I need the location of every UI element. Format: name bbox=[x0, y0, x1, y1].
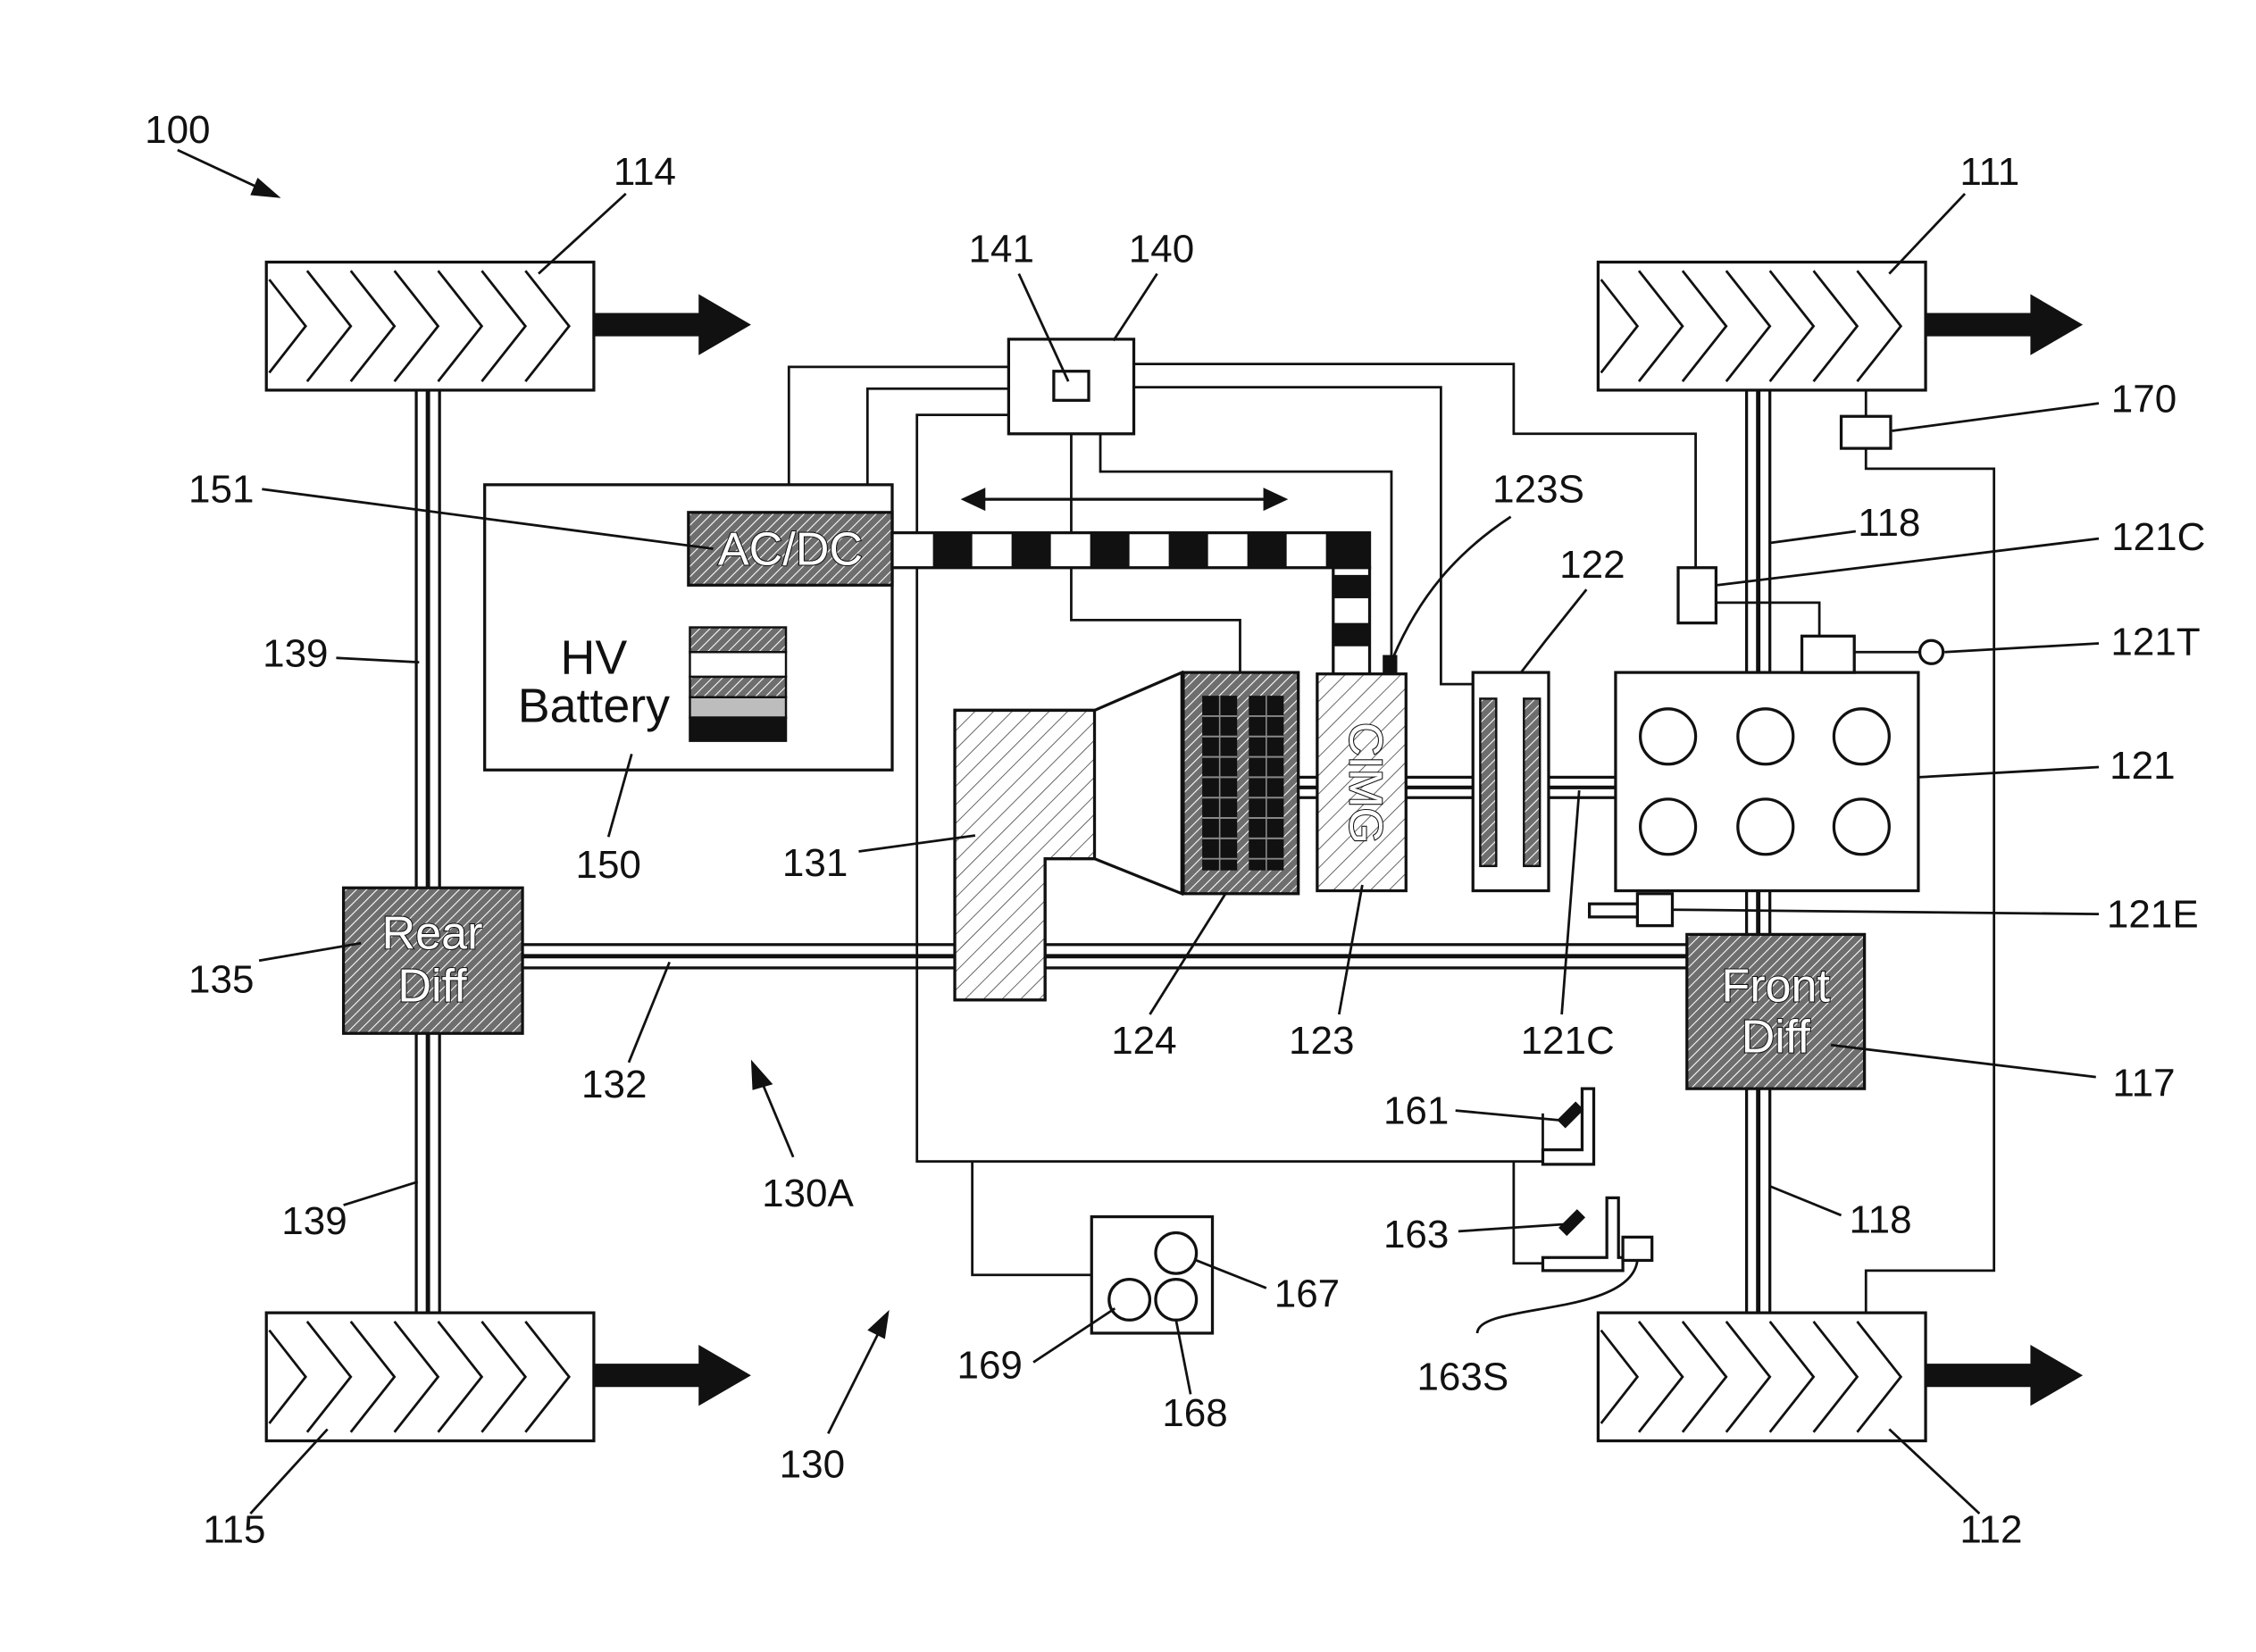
hv-cable bbox=[892, 533, 1370, 674]
switch-panel bbox=[1091, 1217, 1212, 1333]
ref-label-140: 140 bbox=[1129, 228, 1194, 271]
ref-label-139-bottom: 139 bbox=[281, 1199, 347, 1243]
cylinder bbox=[1641, 799, 1696, 855]
cimg-123: CIMG bbox=[1317, 655, 1406, 891]
ref-label-132: 132 bbox=[581, 1063, 647, 1106]
controller-141 bbox=[1054, 371, 1089, 401]
ref-label-151: 151 bbox=[188, 467, 254, 511]
rear-axle bbox=[416, 386, 439, 1317]
wheel-rear-left bbox=[266, 263, 751, 390]
engine-121 bbox=[1616, 672, 1918, 890]
ref-label-118-bottom: 118 bbox=[1849, 1197, 1911, 1241]
ref-label-117: 117 bbox=[2112, 1061, 2175, 1105]
front-diff-label-1: Front bbox=[1721, 960, 1830, 1012]
wheel-rear-right bbox=[266, 1313, 751, 1440]
ref-label-121C-bottom: 121C bbox=[1521, 1019, 1615, 1063]
switch-169 bbox=[1109, 1280, 1150, 1321]
ref-label-139-top: 139 bbox=[263, 632, 328, 676]
ref-label-130: 130 bbox=[780, 1442, 845, 1486]
controller-140 bbox=[1008, 339, 1133, 434]
travel-arrow-icon bbox=[1926, 294, 2083, 355]
ref-label-167: 167 bbox=[1274, 1272, 1340, 1316]
pedal-163 bbox=[1542, 1197, 1651, 1270]
ref-label-170: 170 bbox=[2111, 377, 2177, 421]
ref-label-121E: 121E bbox=[2107, 892, 2199, 936]
engine-controller-121c bbox=[1678, 568, 1716, 623]
ref-label-135: 135 bbox=[188, 958, 254, 1002]
battery-cells-icon bbox=[689, 628, 786, 741]
ref-label-112: 112 bbox=[1959, 1508, 2022, 1552]
travel-arrow-icon bbox=[594, 1345, 751, 1406]
ref-label-141: 141 bbox=[969, 228, 1034, 271]
rear-differential-135: Rear Diff bbox=[344, 888, 522, 1033]
ref-label-163: 163 bbox=[1383, 1213, 1449, 1256]
travel-arrow-icon bbox=[1926, 1345, 2083, 1406]
acdc-label: AC/DC bbox=[718, 523, 863, 575]
ref-label-122: 122 bbox=[1559, 543, 1625, 587]
ref-label-111: 111 bbox=[1959, 150, 2019, 194]
ref-label-115: 115 bbox=[203, 1508, 265, 1552]
ref-label-100: 100 bbox=[145, 108, 210, 152]
throttle-121t bbox=[1802, 636, 1943, 672]
front-differential-117: Front Diff bbox=[1687, 934, 1865, 1089]
ref-label-169: 169 bbox=[957, 1343, 1022, 1387]
rear-diff-label-1: Rear bbox=[382, 908, 483, 960]
cylinder bbox=[1834, 709, 1889, 764]
ref-label-123: 123 bbox=[1289, 1019, 1354, 1063]
propeller-shaft bbox=[517, 945, 1696, 968]
cylinder bbox=[1834, 799, 1889, 855]
ref-label-161: 161 bbox=[1383, 1089, 1449, 1132]
clutch-pack-124 bbox=[1183, 672, 1299, 894]
wheel-front-left bbox=[1598, 263, 2083, 390]
ref-label-121: 121 bbox=[2110, 744, 2175, 788]
ref-label-150: 150 bbox=[575, 843, 640, 887]
wheel-front-right bbox=[1598, 1313, 2083, 1440]
damper-122 bbox=[1473, 672, 1549, 890]
cylinder bbox=[1738, 799, 1793, 855]
sensor-123s bbox=[1383, 655, 1397, 674]
acdc-converter: AC/DC bbox=[689, 513, 892, 585]
ref-label-168: 168 bbox=[1162, 1391, 1227, 1435]
battery-label-battery: Battery bbox=[518, 679, 670, 732]
ref-label-123S: 123S bbox=[1492, 467, 1584, 511]
cylinder bbox=[1641, 709, 1696, 764]
double-arrow-icon bbox=[961, 488, 1289, 511]
switch-167 bbox=[1156, 1232, 1197, 1273]
cimg-label: CIMG bbox=[1340, 722, 1391, 844]
exhaust-sensor-121e bbox=[1590, 894, 1673, 926]
ref-label-124: 124 bbox=[1111, 1019, 1176, 1063]
rear-diff-label-2: Diff bbox=[397, 960, 467, 1012]
front-diff-label-2: Diff bbox=[1742, 1011, 1811, 1063]
ref-label-121T: 121T bbox=[2110, 621, 2200, 664]
battery-label-hv: HV bbox=[561, 631, 628, 685]
ref-label-121C-top: 121C bbox=[2111, 515, 2205, 559]
ref-label-163S: 163S bbox=[1416, 1356, 1508, 1399]
switch-168 bbox=[1156, 1280, 1197, 1321]
pedal-161 bbox=[1542, 1089, 1593, 1164]
sensor-170 bbox=[1842, 416, 1891, 448]
sensor-163s bbox=[1623, 1237, 1652, 1260]
cylinder bbox=[1738, 709, 1793, 764]
ref-label-131: 131 bbox=[782, 841, 848, 885]
ref-label-114: 114 bbox=[614, 150, 676, 194]
ref-label-118-top: 118 bbox=[1858, 501, 1920, 545]
travel-arrow-icon bbox=[594, 294, 751, 355]
ref-label-130A: 130A bbox=[762, 1172, 854, 1215]
